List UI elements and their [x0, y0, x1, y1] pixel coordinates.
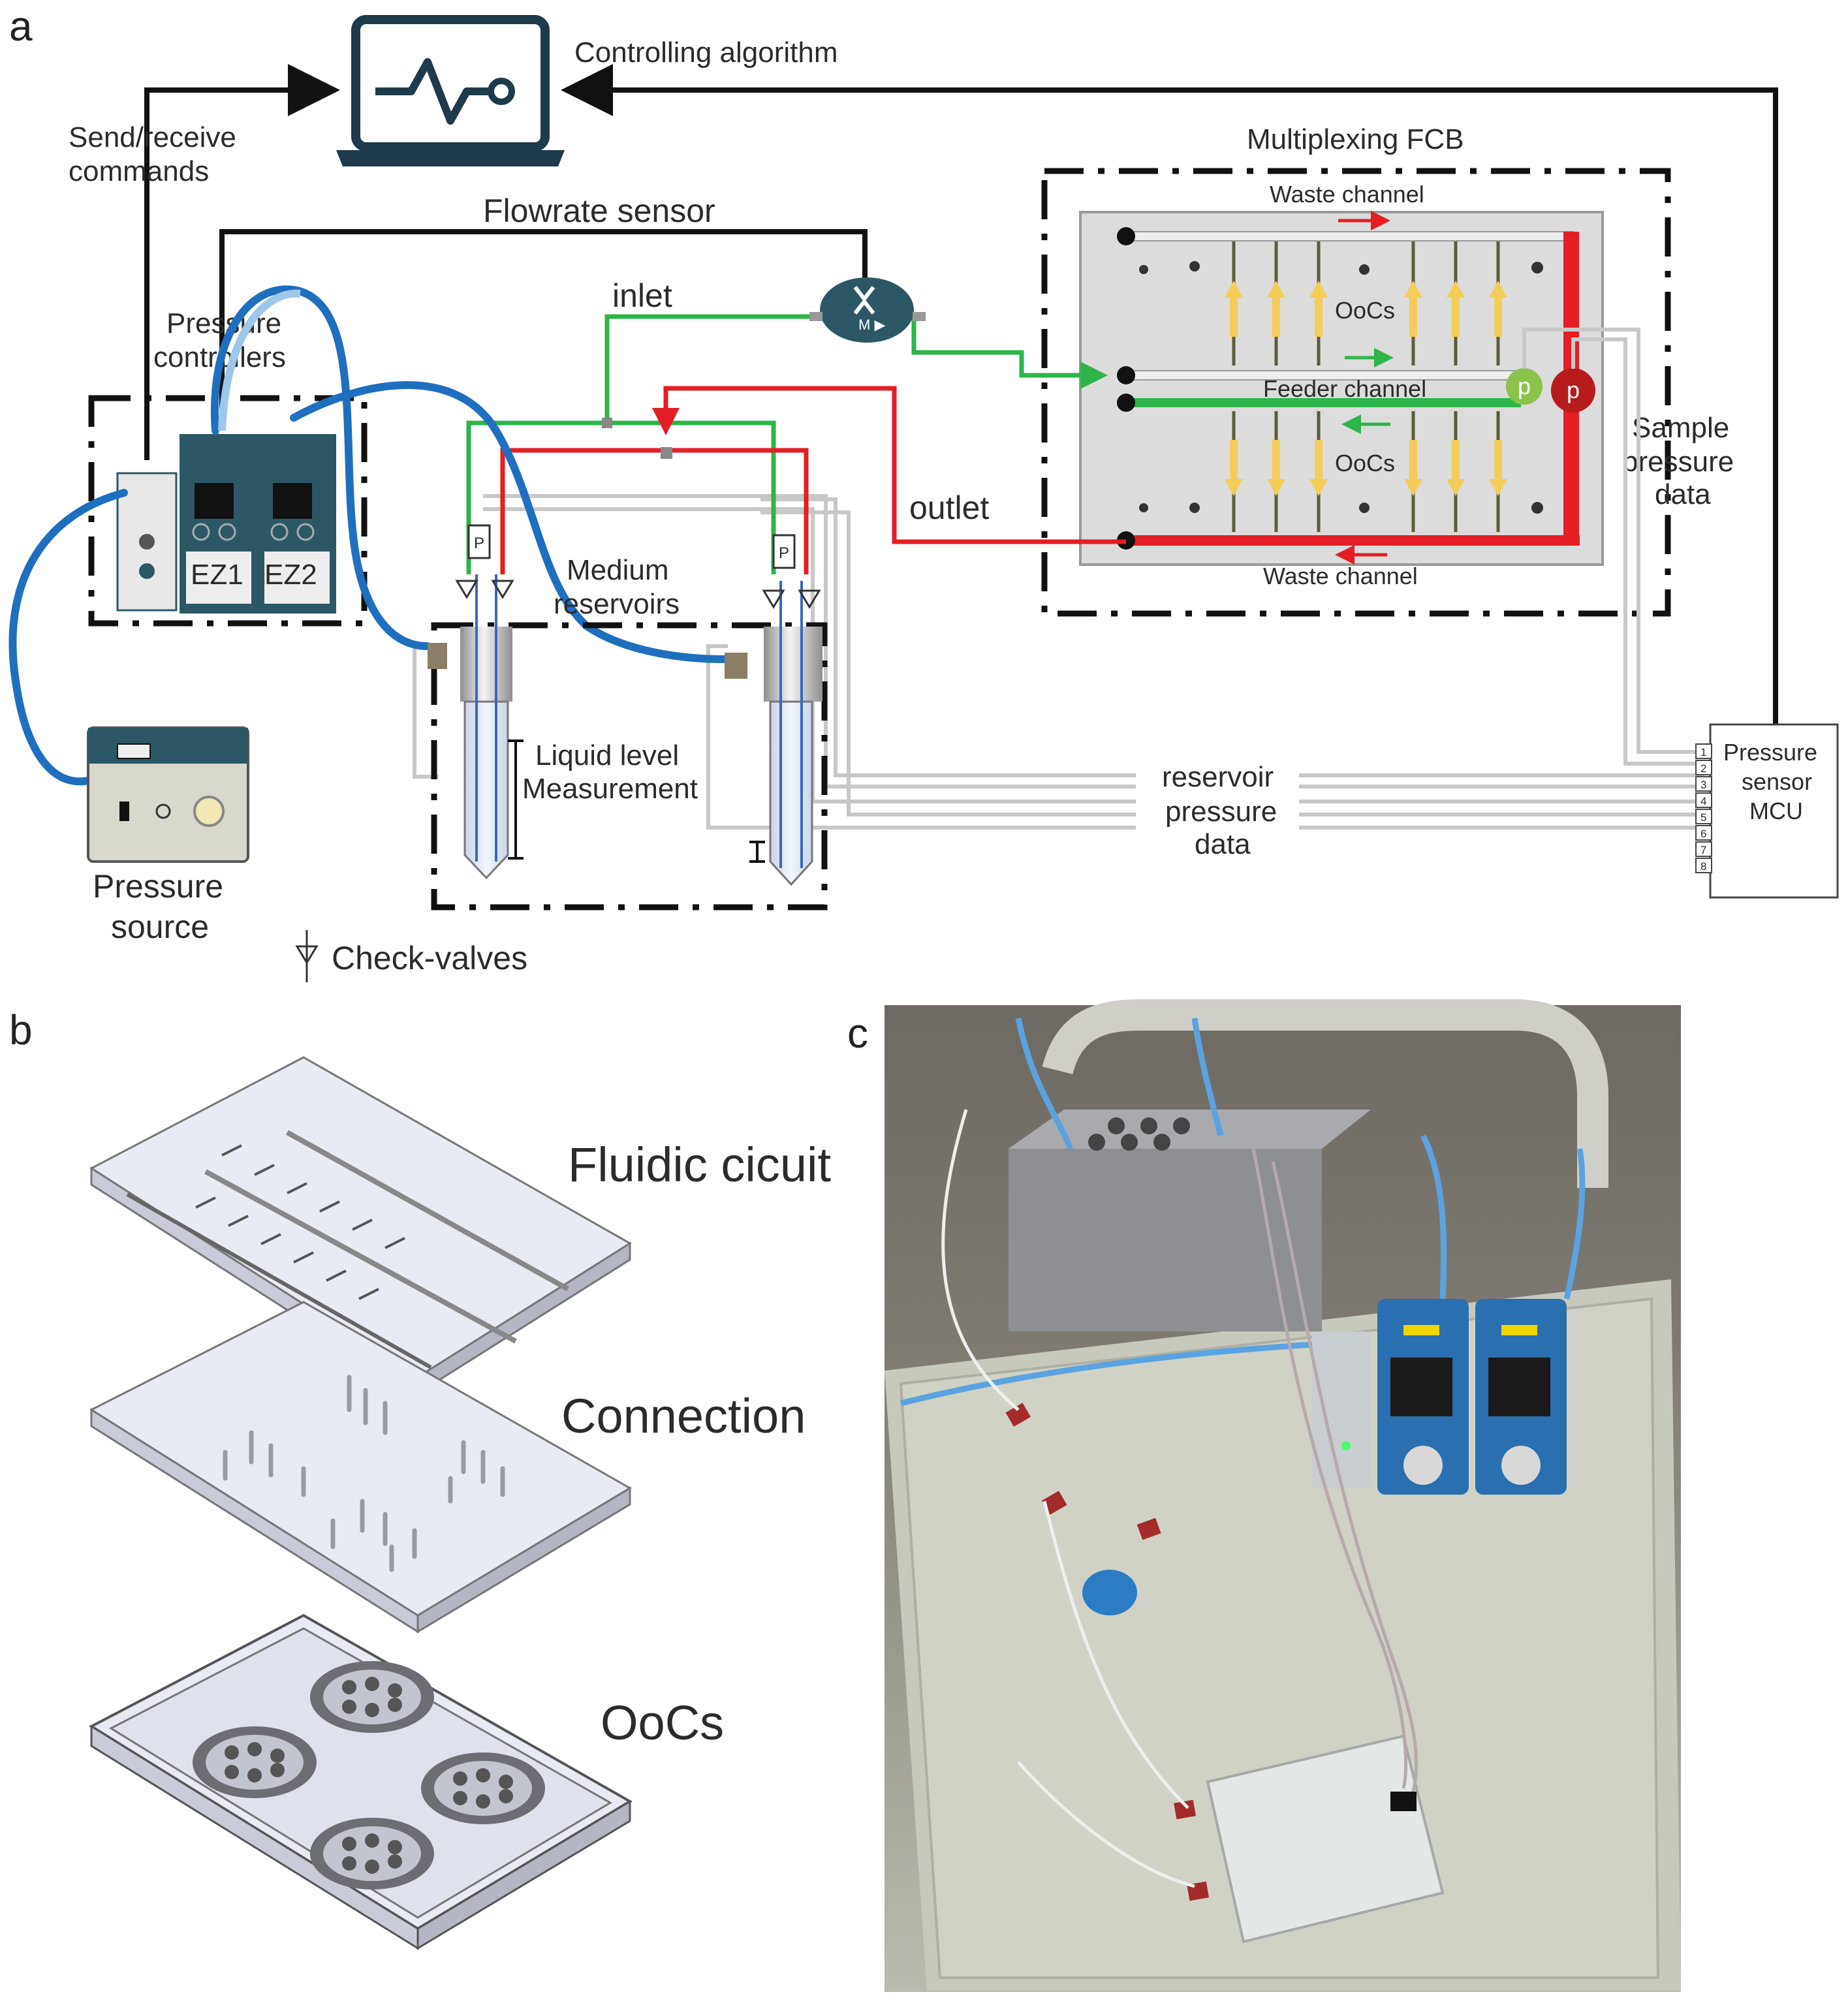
oocs-plate-layer [88, 1613, 633, 1950]
ooc-cluster-3 [421, 1752, 545, 1824]
medium-reservoirs-label-1: Medium [567, 554, 669, 586]
pressure-source-device [87, 726, 249, 863]
sensor-p-red: p [1567, 377, 1580, 403]
check-valves-label: Check-valves [332, 940, 527, 976]
ez2-label: EZ2 [264, 559, 317, 591]
mcu-port-4: 4 [1700, 795, 1706, 807]
pneumatic-tubes [8, 285, 728, 786]
fcb-box [1041, 168, 1671, 617]
inlet-label: inlet [612, 277, 672, 314]
liquid-level-label-2: Measurement [522, 773, 698, 805]
liquid-level-bracket [508, 739, 765, 863]
liquid-level-label-1: Liquid level [535, 739, 679, 771]
mcu-label-3: MCU [1749, 798, 1803, 824]
pressure-controllers-box [88, 395, 368, 627]
medium-reservoirs-box [431, 622, 828, 910]
flowrate-sensor-label: Flowrate sensor [483, 193, 715, 229]
pressure-controllers-label-1: Pressure [166, 307, 281, 339]
reservoir-pressure-label-3: data [1195, 828, 1251, 860]
fluidic-circuit-label: Fluidic cicuit [568, 1138, 831, 1192]
multiplexing-fcb-label: Multiplexing FCB [1247, 123, 1464, 155]
reservoir-pressure-label-1: reservoir [1162, 761, 1274, 793]
ooc-cluster-1 [193, 1726, 317, 1798]
panel-letter-b: b [9, 1006, 33, 1053]
mcu-port-3: 3 [1700, 779, 1706, 791]
flow-sensor-mark: M ▶ [858, 317, 885, 333]
connection-layer [89, 1301, 632, 1634]
fcb-chip [1079, 211, 1604, 566]
reservoir-2-sensor-p: P [779, 544, 789, 562]
mcu-port-1: 1 [1700, 746, 1706, 758]
pressure-source-label-1: Pressure [93, 868, 223, 905]
mcu-port-2: 2 [1700, 762, 1706, 775]
sample-pressure-label-1: Sample [1632, 412, 1729, 444]
mcu-label-2: sensor [1742, 768, 1812, 795]
sample-pressure-label-2: pressure [1622, 446, 1734, 478]
mcu-ports: 1 2 3 4 5 6 7 8 [1695, 743, 1712, 873]
laptop-pulse-icon [336, 15, 565, 166]
outlet-label: outlet [909, 490, 989, 526]
pressure-controllers-device [116, 434, 336, 614]
waste-channel-top-label: Waste channel [1270, 181, 1424, 208]
mcu-port-7: 7 [1700, 844, 1706, 856]
send-receive-label: Send/receive [69, 121, 236, 153]
mcu-label-1: Pressure [1723, 739, 1817, 766]
ooc-cluster-4 [310, 1818, 434, 1890]
medium-reservoir-2 [725, 534, 822, 886]
sensor-p-green: p [1518, 373, 1531, 399]
panel-letter-c: c [847, 1010, 868, 1057]
mcu-port-6: 6 [1700, 828, 1706, 840]
flow-sensor-icon [809, 277, 926, 343]
oocs-plate-label: OoCs [601, 1696, 724, 1750]
pressure-source-label-2: source [111, 909, 209, 945]
pressure-sensor-mcu [1709, 723, 1839, 899]
sample-pressure-label-3: data [1655, 478, 1711, 510]
mcu-port-8: 8 [1700, 860, 1706, 873]
mcu-port-5: 5 [1700, 811, 1706, 824]
send-receive-commands-label: commands [69, 155, 209, 187]
check-valve-legend-icon [295, 930, 319, 982]
ooc-cluster-2 [310, 1661, 434, 1733]
reservoir-1-sensor-p: P [474, 535, 484, 552]
oocs-top-label: OoCs [1335, 297, 1395, 324]
oocs-bottom-label: OoCs [1335, 450, 1395, 476]
panel-letter-a: a [9, 3, 33, 50]
setup-photo [885, 999, 1681, 1992]
controlling-algorithm-label: Controlling algorithm [574, 37, 838, 69]
medium-reservoir-1 [428, 524, 512, 880]
check-valve-icon [455, 580, 821, 609]
feeder-channel-label: Feeder channel [1263, 375, 1426, 402]
waste-channel-bottom-label: Waste channel [1263, 563, 1418, 589]
medium-reservoirs-label-2: reservoirs [554, 588, 680, 620]
reservoir-pressure-label-2: pressure [1165, 796, 1277, 828]
command-lines [144, 64, 1778, 724]
connection-label: Connection [561, 1389, 806, 1443]
ez1-label: EZ1 [191, 559, 243, 591]
